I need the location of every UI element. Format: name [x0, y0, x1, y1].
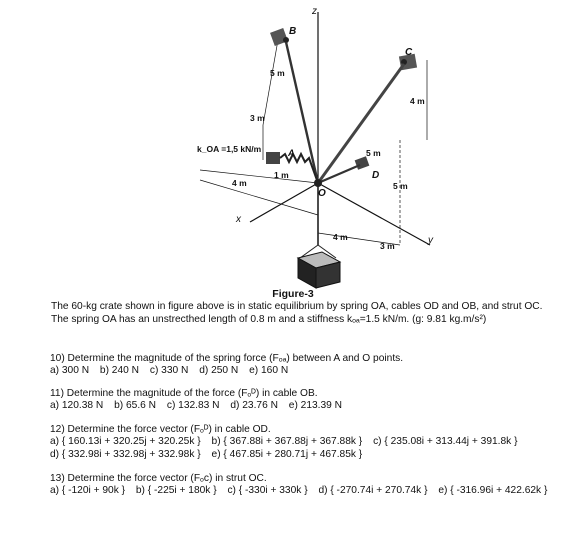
q13-option-b[interactable]: b) { -225i + 180k }: [135, 485, 217, 497]
crate: [296, 251, 342, 289]
q13-option-a[interactable]: a) { -120i + 90k }: [50, 485, 126, 497]
figure-3-diagram: z B C A O D x y k_OA =1,5 kN/m 5 m 3 m 4…: [197, 6, 434, 289]
strut-oc: [316, 63, 406, 184]
dim-3m-bottom: 3 m: [380, 241, 395, 251]
dim-4m-left: 4 m: [232, 178, 247, 188]
label-d: D: [372, 170, 379, 181]
question-13: 13) Determine the force vector (Fₒc) in …: [50, 473, 555, 498]
q10-option-e[interactable]: e) 160 N: [249, 365, 289, 377]
q13-option-d[interactable]: d) { -270.74i + 270.74k }: [318, 485, 428, 497]
q10-option-d[interactable]: d) 250 N: [199, 365, 239, 377]
anchor-a: [266, 152, 280, 164]
label-z: z: [311, 6, 317, 17]
label-b: B: [289, 26, 296, 37]
q11-option-d[interactable]: d) 23.76 N: [230, 400, 278, 412]
q12-option-b[interactable]: b) { 367.88i + 367.88j + 367.88k }: [211, 436, 363, 448]
cable-ob: [284, 41, 320, 184]
problem-statement: The 60-kg crate shown in figure above is…: [51, 301, 543, 325]
dim-4m-right: 4 m: [410, 96, 425, 106]
dim-5m-top: 5 m: [270, 68, 285, 78]
q10-option-a[interactable]: a) 300 N: [50, 365, 90, 377]
dim-3m-left: 3 m: [250, 113, 265, 123]
q12-option-e[interactable]: e) { 467.85i + 280.71j + 467.85k }: [211, 448, 363, 460]
question-10-options: a) 300 N b) 240 N c) 330 N d) 250 N e) 1…: [50, 365, 403, 377]
anchor-b: [270, 28, 289, 46]
question-11-options: a) 120.38 N b) 65.6 N c) 132.83 N d) 23.…: [50, 400, 350, 412]
label-c: C: [405, 47, 413, 58]
x-axis: [249, 182, 319, 223]
question-13-prompt: 13) Determine the force vector (Fₒc) in …: [50, 473, 267, 484]
question-10: 10) Determine the magnitude of the sprin…: [50, 353, 403, 378]
dim-5m-right: 5 m: [393, 181, 408, 191]
label-a: A: [287, 148, 295, 158]
dim-1m: 1 m: [274, 170, 289, 180]
q10-option-c[interactable]: c) 330 N: [149, 365, 189, 377]
question-12-prompt: 12) Determine the force vector (Fₒᴰ) in …: [50, 424, 271, 435]
label-y: y: [427, 235, 434, 246]
q13-option-c[interactable]: c) { -330i + 330k }: [227, 485, 308, 497]
q12-option-a[interactable]: a) { 160.13i + 320.25j + 320.25k }: [50, 436, 201, 448]
q10-option-b[interactable]: b) 240 N: [99, 365, 139, 377]
label-o: O: [318, 188, 326, 199]
label-spring-k: k_OA =1,5 kN/m: [197, 144, 262, 154]
q11-option-c[interactable]: c) 132.83 N: [166, 400, 220, 412]
dim-4m-bottom: 4 m: [333, 232, 348, 242]
question-11-prompt: 11) Determine the magnitude of the force…: [50, 388, 318, 399]
question-11: 11) Determine the magnitude of the force…: [50, 388, 350, 413]
question-13-options: a) { -120i + 90k } b) { -225i + 180k } c…: [50, 485, 555, 497]
label-x: x: [235, 214, 242, 225]
q11-option-b[interactable]: b) 65.6 N: [114, 400, 156, 412]
y-axis: [317, 182, 431, 246]
q12-option-c[interactable]: c) { 235.08i + 313.44j + 391.8k }: [373, 436, 518, 448]
dim-5m-od: 5 m: [366, 148, 381, 158]
q11-option-e[interactable]: e) 213.39 N: [288, 400, 343, 412]
anchor-d: [354, 156, 370, 170]
question-12-options-row1: a) { 160.13i + 320.25j + 320.25k } b) { …: [50, 436, 526, 448]
cable-od: [317, 163, 361, 185]
q11-option-a[interactable]: a) 120.38 N: [50, 400, 104, 412]
question-12-options-row2: d) { 332.98i + 332.98j + 332.98k } e) { …: [50, 449, 526, 461]
figure-title: Figure-3: [272, 288, 314, 300]
question-10-prompt: 10) Determine the magnitude of the sprin…: [50, 353, 404, 364]
question-12: 12) Determine the force vector (Fₒᴰ) in …: [50, 424, 526, 461]
spring-oa: [279, 151, 319, 184]
q12-option-d[interactable]: d) { 332.98i + 332.98j + 332.98k }: [50, 448, 201, 460]
q13-option-e[interactable]: e) { -316.96i + 422.62k }: [438, 485, 548, 497]
